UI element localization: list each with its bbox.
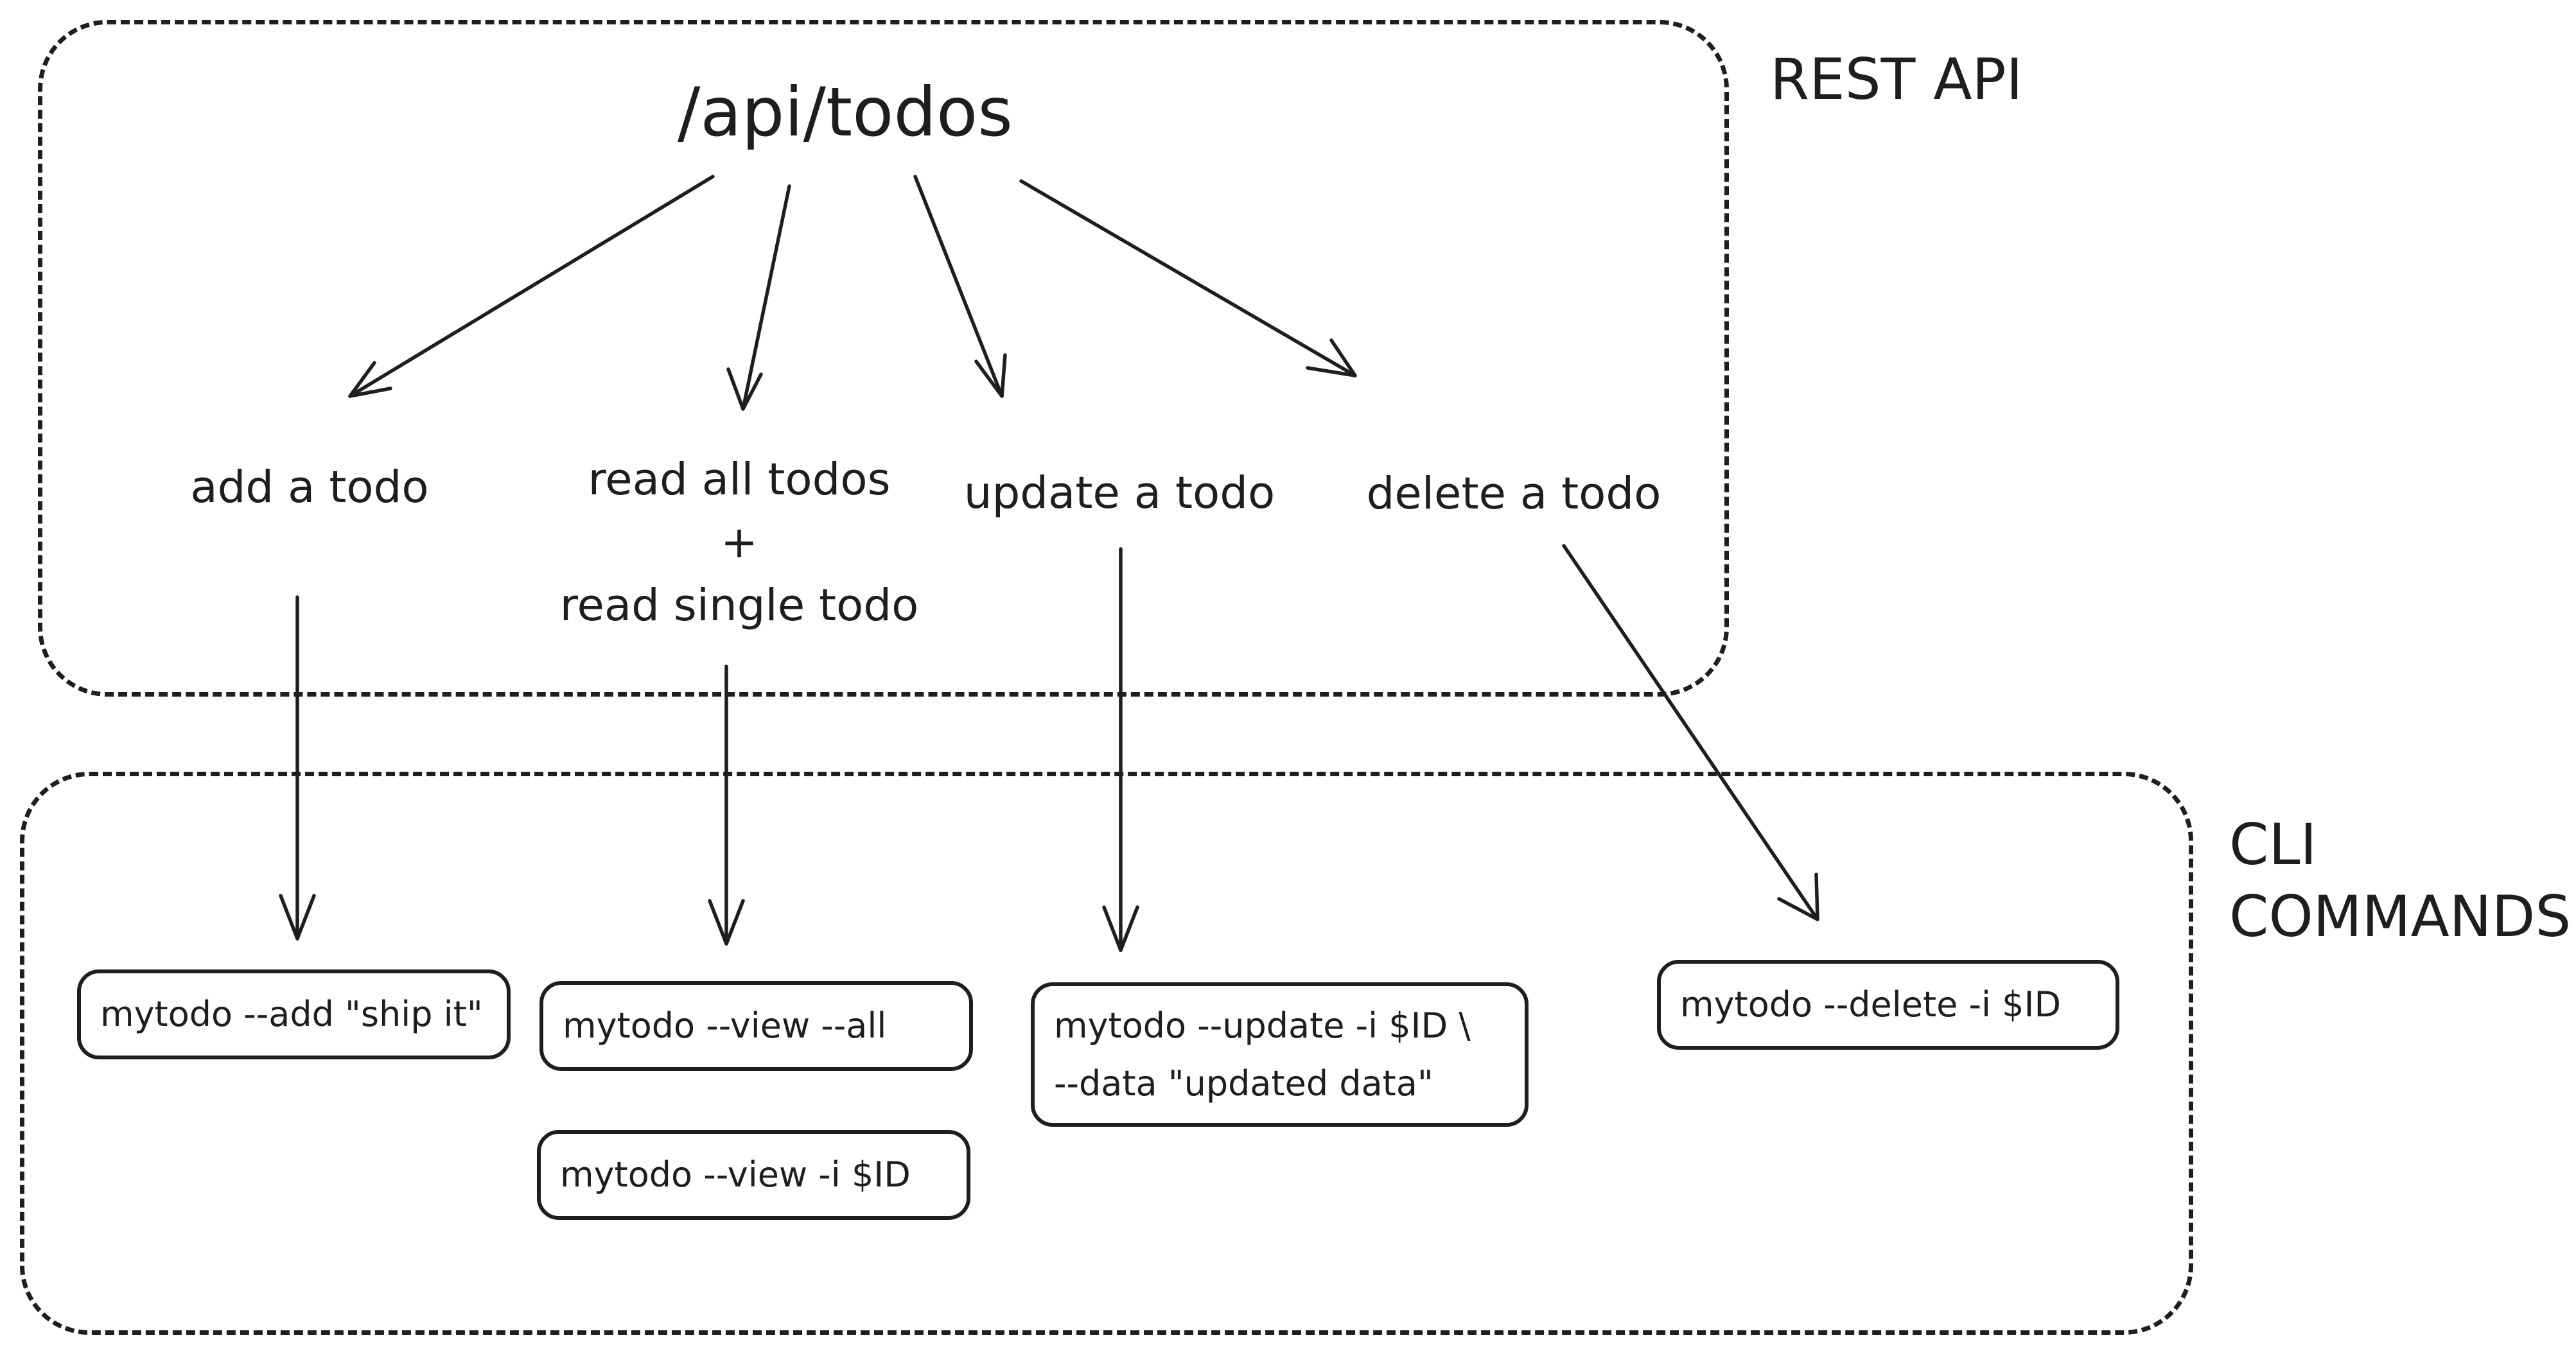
operation-update: update a todo — [964, 462, 1275, 525]
arrow-endpoint-to-update — [913, 175, 1007, 398]
operation-read-single-text: read single todo — [559, 580, 919, 631]
cli-command-view-all: mytodo --view --all — [539, 981, 973, 1071]
cli-command-update-text-1: mytodo --update -i $ID \ — [1054, 1005, 1471, 1046]
arrow-endpoint-to-read — [726, 184, 791, 411]
operation-delete-text: delete a todo — [1366, 468, 1661, 519]
cli-command-view-all-text: mytodo --view --all — [563, 1005, 887, 1046]
rest-api-label: REST API — [1770, 46, 2023, 112]
cli-commands-label: CLI COMMANDS — [2229, 809, 2571, 953]
cli-command-view-single-text: mytodo --view -i $ID — [560, 1154, 911, 1195]
arrow-endpoint-to-delete — [1019, 179, 1357, 378]
operation-read-all-text: read all todos — [588, 454, 891, 505]
operation-read-plus: + — [721, 517, 758, 568]
cli-command-view-single: mytodo --view -i $ID — [537, 1130, 970, 1220]
cli-command-delete-text: mytodo --delete -i $ID — [1680, 984, 2062, 1025]
arrow-update-to-cli — [1102, 547, 1139, 952]
rest-api-group — [38, 20, 1729, 697]
arrow-read-to-cli — [708, 665, 745, 946]
operation-add-text: add a todo — [190, 462, 429, 513]
cli-command-add-text: mytodo --add "ship it" — [100, 994, 483, 1034]
cli-command-delete: mytodo --delete -i $ID — [1657, 960, 2119, 1050]
cli-command-update-text-2: --data "updated data" — [1054, 1063, 1433, 1104]
cli-label-line-1: CLI — [2229, 812, 2317, 878]
cli-commands-group — [20, 772, 2193, 1335]
cli-command-update: mytodo --update -i $ID \ --data "updated… — [1031, 982, 1529, 1127]
operation-update-text: update a todo — [963, 467, 1275, 519]
endpoint-title: /api/todos — [678, 73, 1013, 152]
operation-read: read all todos + read single todo — [560, 448, 919, 637]
operation-add: add a todo — [190, 456, 428, 519]
arrow-add-to-cli — [279, 595, 316, 941]
cli-label-line-2: COMMANDS — [2229, 883, 2572, 950]
arrow-delete-to-cli — [1562, 544, 1819, 921]
cli-command-add: mytodo --add "ship it" — [77, 969, 511, 1059]
operation-delete: delete a todo — [1367, 462, 1661, 525]
arrow-endpoint-to-add — [348, 175, 715, 398]
